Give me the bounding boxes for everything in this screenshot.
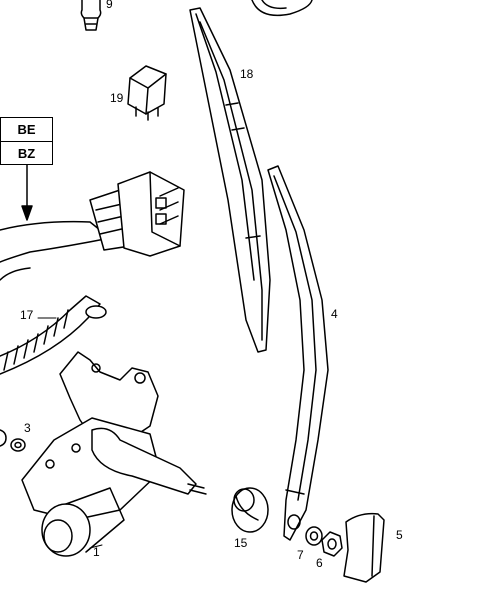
callout-6: 6: [316, 556, 323, 570]
callout-3: 3: [24, 421, 31, 435]
part-5-cover: [343, 512, 385, 583]
part-18-wiper-blade: [189, 7, 271, 353]
hose-top-right: [251, 0, 313, 17]
callout-7: 7: [297, 548, 304, 562]
variant-code-be: BE: [17, 122, 36, 137]
callout-1: 1: [93, 545, 100, 559]
variant-arrow: [21, 164, 33, 221]
callout-19: 19: [110, 91, 124, 105]
variant-code-bz: BZ: [1, 141, 52, 165]
callout-18: 18: [240, 67, 254, 81]
part-3-washers: [0, 429, 26, 452]
part-15-cap: [231, 487, 269, 533]
callout-4: 4: [331, 307, 338, 321]
part-1-motor-assembly: [21, 351, 207, 557]
wiring-harness-switch: [0, 171, 185, 281]
callout-9: 9: [106, 0, 113, 11]
callout-5: 5: [396, 528, 403, 542]
part-19-relay: [127, 65, 167, 121]
part-7-washer: [305, 526, 323, 546]
part-17-corrugated-hose: [0, 295, 107, 375]
part-9-connector: [80, 0, 102, 31]
part-6-nut: [321, 531, 343, 557]
leader-lines: [37, 317, 103, 549]
part-4-wiper-arm: [267, 165, 329, 541]
variant-code-box: BE BZ: [0, 117, 53, 165]
callout-15: 15: [234, 536, 248, 550]
callout-17: 17: [20, 308, 34, 322]
